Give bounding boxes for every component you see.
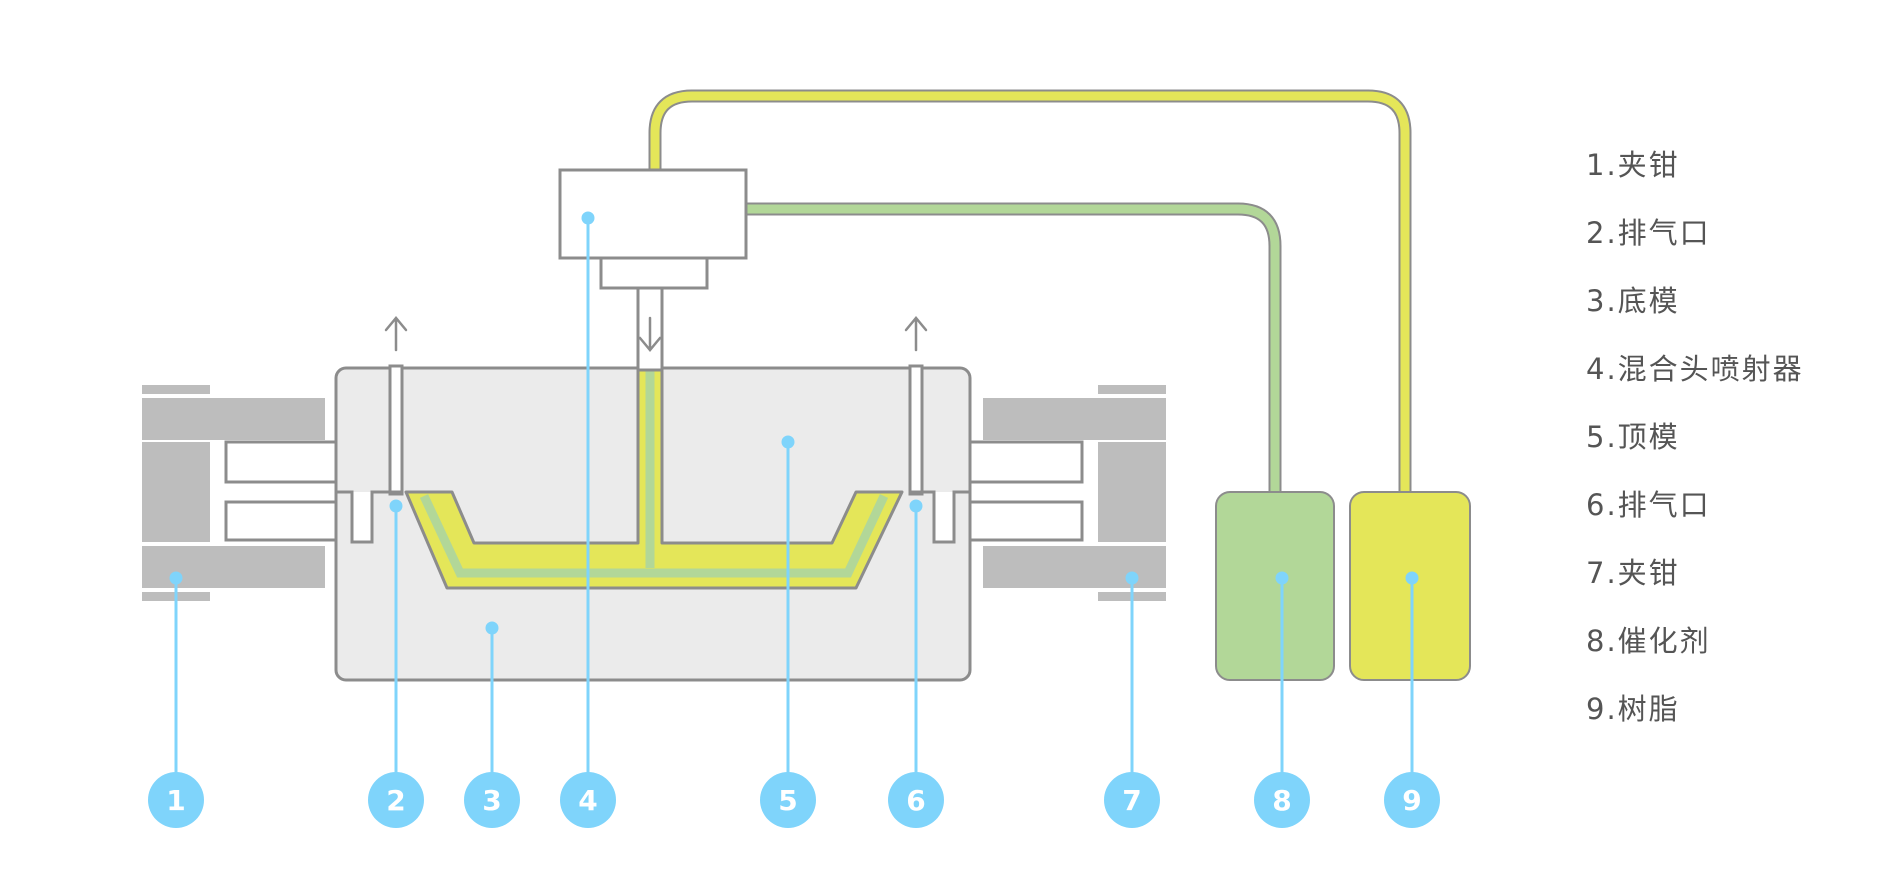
right-vent-channel [908, 364, 924, 496]
legend-item-vent-left: 2.排气口 [1586, 216, 1711, 250]
legend-item-bottom-mold: 3.底模 [1586, 284, 1680, 318]
callout-8: 8 [1254, 772, 1310, 828]
legend-item-clamp-right: 7.夹钳 [1586, 556, 1680, 590]
mold-body [334, 286, 972, 682]
svg-text:2: 2 [386, 784, 405, 817]
resin-tank [1349, 491, 1471, 681]
callout-7: 7 [1104, 772, 1160, 828]
legend-item-clamp-left: 1.夹钳 [1586, 148, 1680, 182]
svg-text:3: 3 [482, 784, 501, 817]
left-vent-channel [388, 364, 404, 496]
callout-1: 1 [148, 772, 204, 828]
callout-5: 5 [760, 772, 816, 828]
catalyst-tank [1215, 491, 1335, 681]
legend-item-vent-right: 6.排气口 [1586, 488, 1711, 522]
right-vent-up-arrow [904, 316, 928, 352]
flow-arrows [384, 316, 928, 352]
svg-text:5: 5 [778, 784, 797, 817]
callout-2: 2 [368, 772, 424, 828]
svg-text:4: 4 [578, 784, 597, 817]
legend-item-top-mold: 5.顶模 [1586, 420, 1680, 454]
left-clamp [142, 385, 336, 601]
injection-down-arrow [638, 316, 662, 352]
legend-item-catalyst: 8.催化剂 [1586, 624, 1711, 658]
callout-6: 6 [888, 772, 944, 828]
svg-text:9: 9 [1402, 784, 1421, 817]
callout-4: 4 [560, 772, 616, 828]
svg-text:8: 8 [1272, 784, 1291, 817]
svg-text:7: 7 [1122, 784, 1141, 817]
callout-leaders [169, 211, 1419, 780]
svg-text:6: 6 [906, 784, 925, 817]
right-clamp [970, 385, 1166, 601]
legend-item-resin: 9.树脂 [1586, 692, 1680, 726]
callout-9: 9 [1384, 772, 1440, 828]
svg-text:1: 1 [166, 784, 185, 817]
callout-3: 3 [464, 772, 520, 828]
legend: 1.夹钳 2.排气口 3.底模 4.混合头喷射器 5.顶模 6.排气口 7.夹钳… [1586, 140, 1804, 752]
left-vent-up-arrow [384, 316, 408, 352]
legend-item-mixing-head: 4.混合头喷射器 [1586, 352, 1804, 386]
